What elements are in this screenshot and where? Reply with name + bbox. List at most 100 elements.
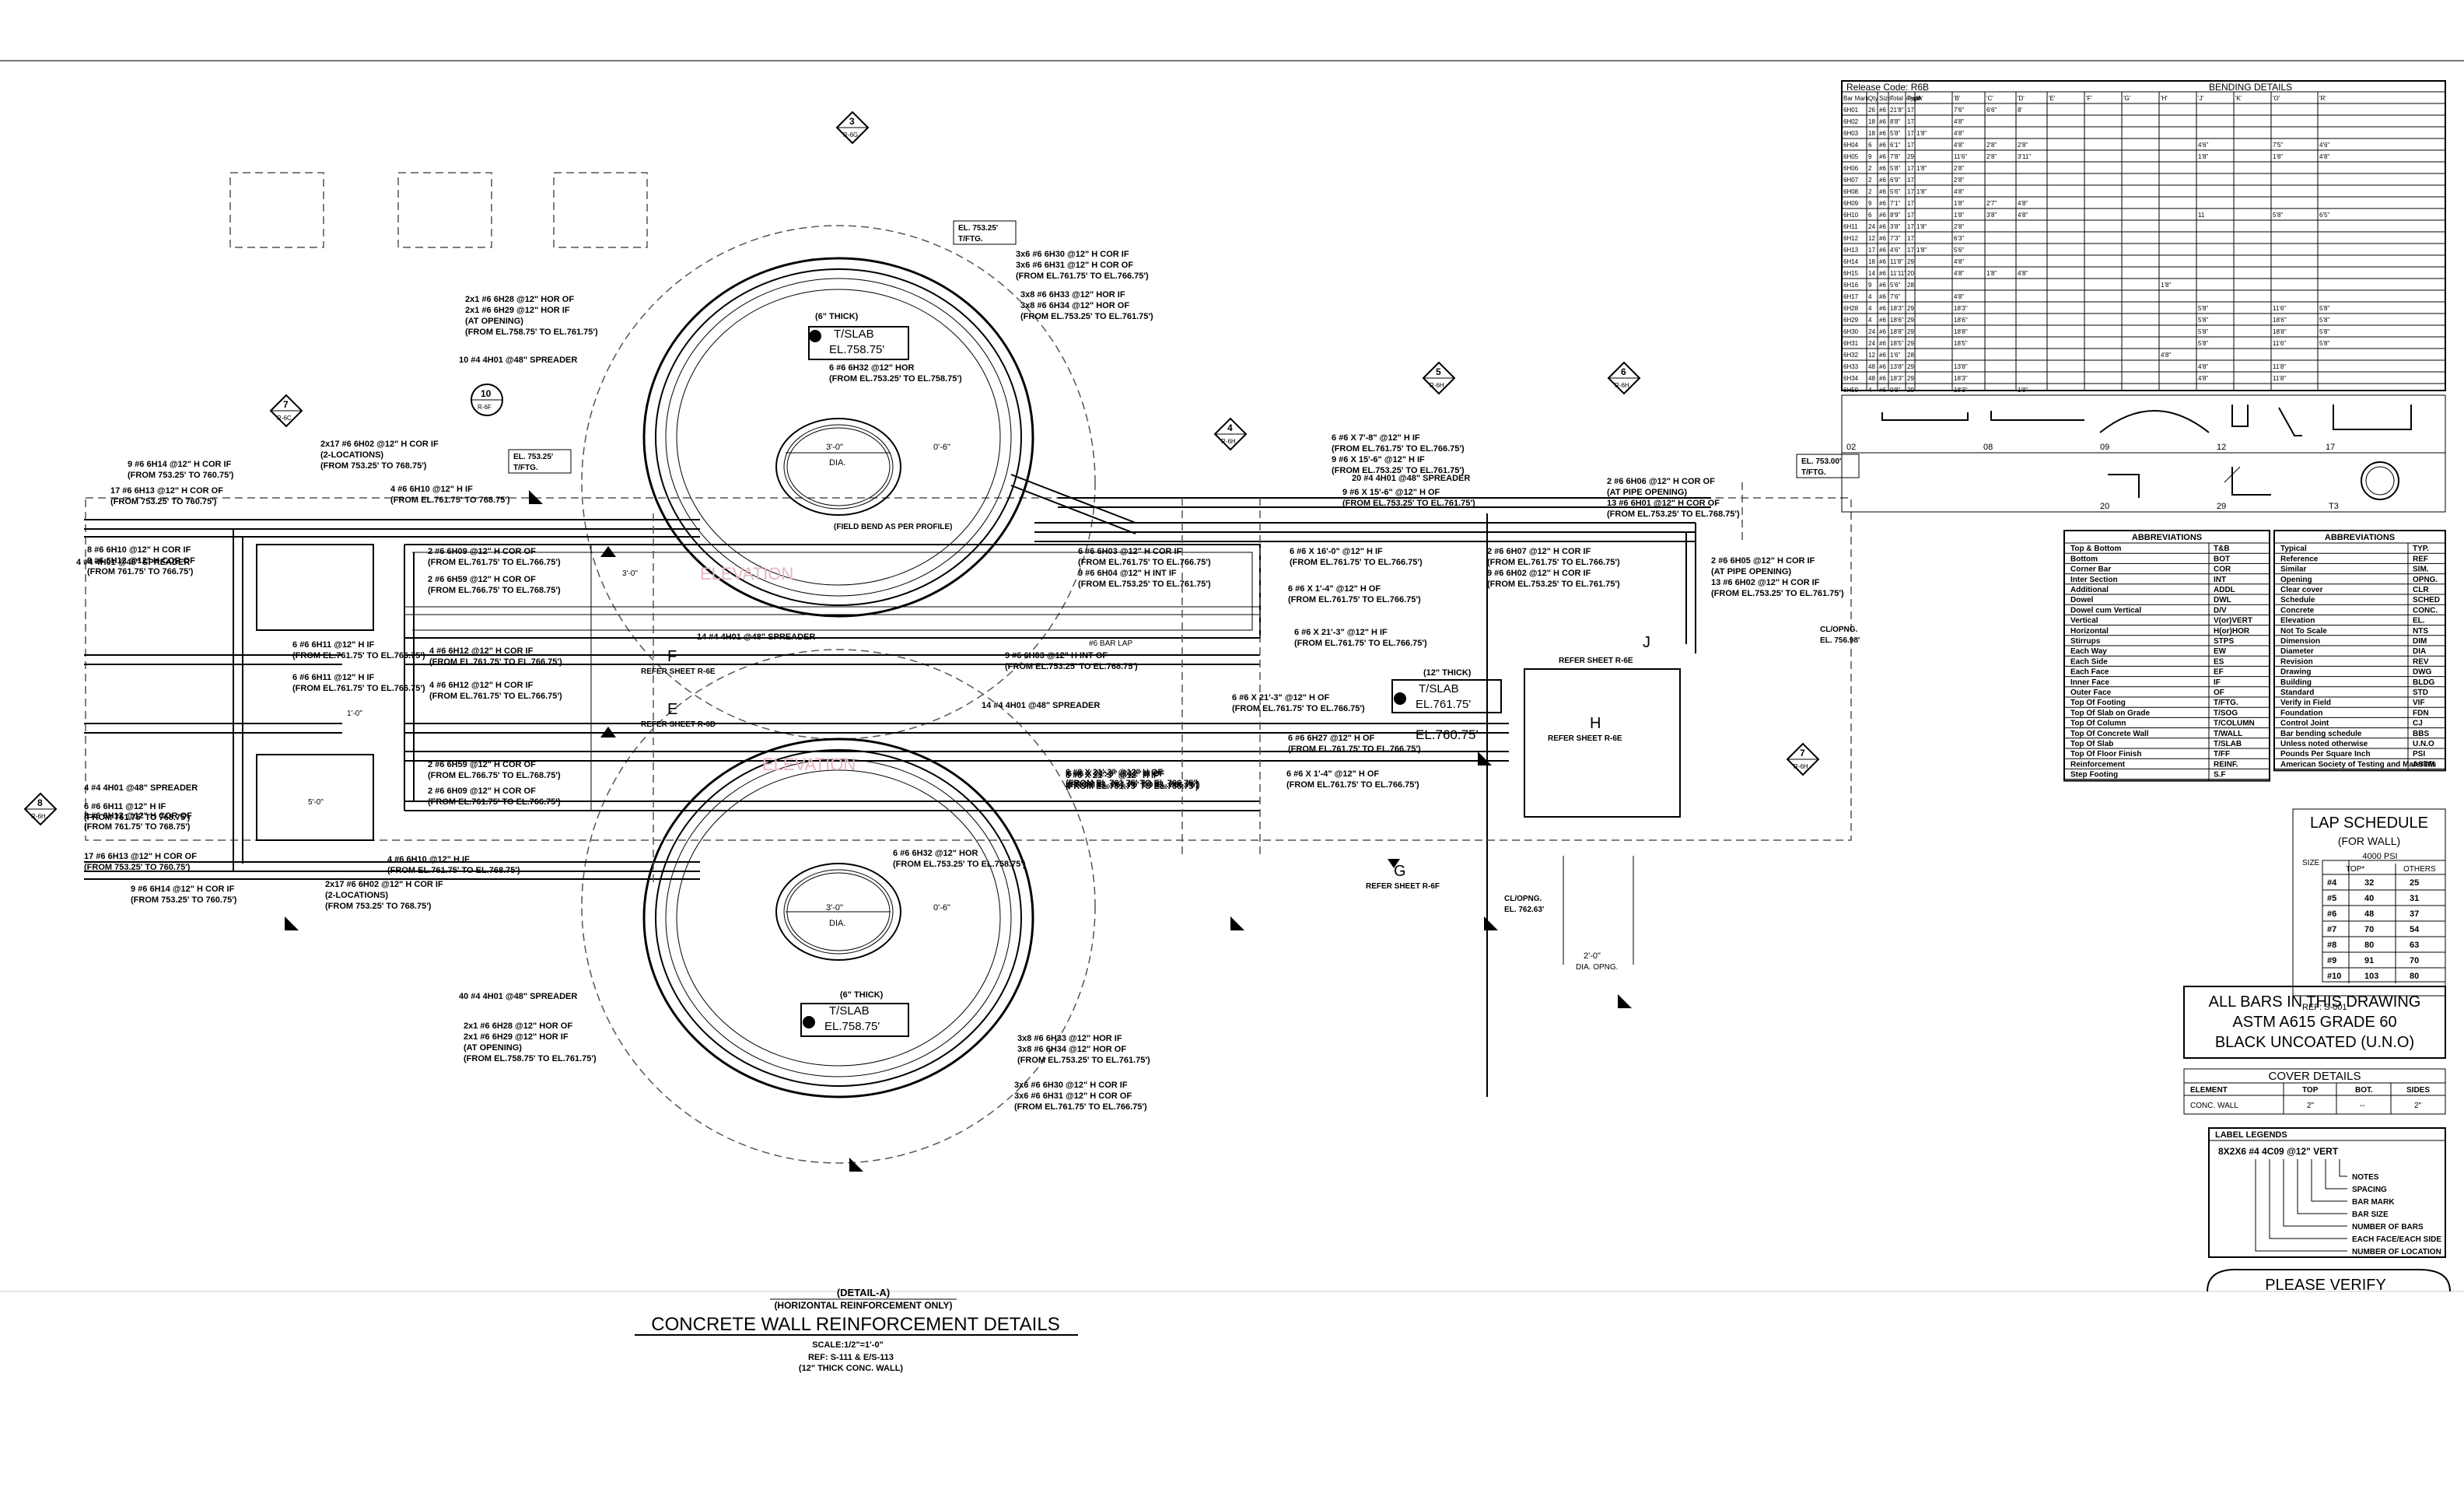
bending-details-table: Release Code: R6B BENDING DETAILS Bar Ma…	[1841, 80, 2446, 396]
table-header: Type	[1907, 95, 1921, 102]
table-cell: 29	[1907, 328, 1914, 335]
table-cell: 12	[1868, 352, 1875, 359]
abbreviation-code: EW	[2214, 647, 2227, 656]
table-cell: 13'8"	[1890, 363, 1904, 370]
table-cell: #6	[1879, 107, 1886, 114]
callout-line: 2 #6 6H59 @12" H COR OF	[428, 760, 536, 769]
callout-line: (FROM 761.75' TO 768.75')	[84, 822, 191, 832]
table-cell: 6H10	[1843, 212, 1859, 219]
pipe-dimensions: 3'-0" DIA. 0'-6" 3'-0" DIA. 0'-6" 2'-0" …	[826, 443, 1618, 972]
callout-line: (FROM EL.753.25' TO EL.761.75')	[1020, 312, 1153, 321]
rebar-callout: 9 #6 6H14 @12" H COR IF(FROM 753.25' TO …	[128, 460, 234, 480]
refer-sheet-label: REFER SHEET R-6F	[1366, 882, 1440, 891]
table-cell: 8'8"	[1890, 118, 1900, 125]
table-cell: 4'8"	[2018, 212, 2028, 219]
table-cell: #6	[1879, 165, 1886, 172]
svg-text:8: 8	[37, 797, 43, 808]
elevation-tag: T/FTG.	[513, 464, 538, 472]
table-cell: 1'8"	[1954, 212, 1964, 219]
abbreviation-code: IF	[2214, 678, 2221, 687]
slab-tags: (6" THICK) T/SLAB EL.758.75' (6" THICK) …	[800, 312, 1502, 1037]
abbreviation-term: Reference	[2280, 555, 2319, 563]
lap-cell: #5	[2327, 894, 2336, 903]
table-cell: 18	[1868, 130, 1875, 137]
table-cell: 5'8"	[2319, 317, 2329, 324]
table-cell: 6H01	[1843, 107, 1859, 114]
tank-outline-dashed	[581, 649, 1096, 1164]
svg-text:2": 2"	[2307, 1102, 2315, 1110]
callout-line: (AT OPENING)	[465, 317, 523, 326]
abbreviation-code: H(or)HOR	[2214, 627, 2250, 636]
callout-line: 2 #6 6H05 @12" H COR IF	[1711, 556, 1815, 566]
callout-line: 14 #4 4H01 @48" SPREADER	[697, 632, 815, 642]
table-header: 'H'	[2161, 95, 2168, 102]
lap-cell: #10	[2327, 972, 2341, 981]
callout-line: 4 #6 6H12 @12" H COR IF	[429, 646, 534, 656]
table-cell: 17	[1907, 223, 1914, 230]
elevation-tag: EL. 756.98'	[1820, 636, 1860, 645]
svg-text:ELEMENT: ELEMENT	[2190, 1086, 2228, 1095]
table-cell: 2	[1868, 177, 1872, 184]
detail-title-main: CONCRETE WALL REINFORCEMENT DETAILS	[651, 1314, 1059, 1335]
table-cell: #6	[1879, 293, 1886, 300]
abbreviation-code: CLR	[2413, 586, 2429, 594]
section-marker: 8 R-6H	[23, 792, 58, 826]
callout-line: 2 #6 6H06 @12" H COR OF	[1607, 477, 1715, 486]
table-header: 'F'	[2086, 95, 2092, 102]
callout-line: 3x6 #6 6H31 @12" H COR OF	[1016, 261, 1133, 270]
abbreviation-code: OF	[2214, 688, 2224, 697]
rebar-callout: 2 #6 6H09 @12" H COR OF(FROM EL.761.75' …	[428, 547, 561, 567]
callout-line: 6 #6 6H32 @12" HOR	[829, 363, 915, 373]
dimension-label: 3'-0"	[622, 569, 638, 578]
table-cell: #6	[1879, 328, 1886, 335]
abbreviation-term: Standard	[2280, 688, 2314, 697]
table-cell: 18'3"	[1954, 387, 1968, 394]
svg-text:R-6C: R-6C	[277, 415, 292, 422]
table-cell: 6H12	[1843, 235, 1859, 242]
table-cell: 5'8"	[2319, 305, 2329, 312]
table-cell: 9	[1868, 200, 1872, 207]
field-bend-note: (FIELD BEND AS PER PROFILE)	[834, 523, 952, 531]
table-cell: #6	[1879, 363, 1886, 370]
slab-thickness-label: (6" THICK)	[840, 990, 884, 1000]
abbreviation-term: Concrete	[2280, 606, 2315, 615]
table-cell: #6	[1879, 375, 1886, 382]
svg-text:--: --	[2360, 1102, 2365, 1110]
pipe-offset-dim: 0'-6"	[933, 443, 950, 452]
table-cell: 1'8"	[2198, 153, 2208, 160]
table-cell: 4'8"	[1954, 130, 1964, 137]
table-cell: 18	[1868, 118, 1875, 125]
legend-item: NUMBER OF LOCATION	[2352, 1248, 2441, 1256]
table-cell: 11'8"	[2273, 363, 2286, 370]
table-cell: 5'8"	[2273, 212, 2283, 219]
table-cell: 8'	[2018, 107, 2022, 114]
refer-sheet-label: REFER SHEET R-6E	[1559, 657, 1633, 665]
callout-line: 9 #6 6H04 @12" H INT IF	[1078, 569, 1177, 578]
callout-line: 8 #6 6H12 @12" H COR OF	[84, 811, 192, 821]
table-cell: #6	[1879, 212, 1886, 219]
svg-text:29: 29	[2217, 502, 2226, 511]
table-cell: 6H05	[1843, 153, 1859, 160]
abbreviation-code: DWL	[2214, 596, 2231, 604]
table-cell: 18'8"	[2273, 328, 2287, 335]
callout-line: 3x8 #6 6H34 @12" HOR OF	[1017, 1045, 1126, 1054]
table-header: 'C'	[1986, 95, 1993, 102]
rebar-callout: 4 #4 4H01 @48" SPREADER	[84, 783, 198, 793]
table-cell: 4'8"	[2198, 363, 2208, 370]
table-cell: 6'1"	[1890, 142, 1900, 149]
callout-line: (FROM 753.25' TO 760.75')	[110, 497, 217, 506]
table-cell: 6H31	[1843, 340, 1859, 347]
table-cell: 5'8"	[2319, 328, 2329, 335]
lap-cell: 40	[2364, 894, 2374, 903]
callout-line: (FROM 753.25' TO 760.75')	[128, 471, 234, 480]
cover-details-title: COVER DETAILS	[2269, 1070, 2361, 1083]
table-cell: 6H03	[1843, 130, 1859, 137]
abbreviation-code: BLDG	[2413, 678, 2435, 687]
abbreviation-term: Corner Bar	[2070, 566, 2111, 574]
table-cell: 4'8"	[1954, 118, 1964, 125]
lap-cell: 70	[2410, 956, 2419, 965]
callout-line: (FROM EL.761.75' TO EL.766.75')	[1286, 780, 1419, 790]
table-cell: 17	[1907, 165, 1914, 172]
table-cell: 17	[1907, 212, 1914, 219]
abbreviation-term: Not To Scale	[2280, 627, 2327, 636]
